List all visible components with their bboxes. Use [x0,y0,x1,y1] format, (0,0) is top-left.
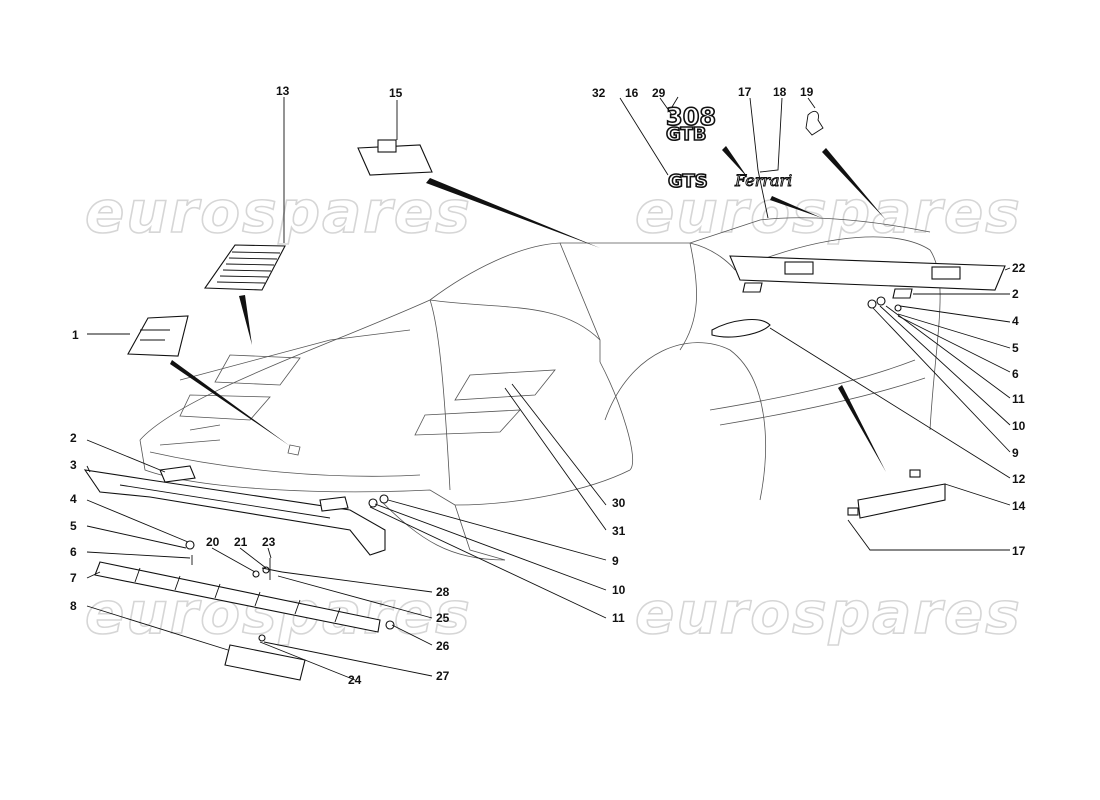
callout-12: 12 [1012,472,1026,486]
callout-10-rear: 10 [1012,419,1026,433]
callout-9-rear: 9 [1012,446,1019,460]
callout-4-front: 4 [70,492,77,506]
callout-18: 18 [773,85,787,99]
leader-lines [86,96,1011,681]
callout-17-top: 17 [738,85,752,99]
callout-2-rear: 2 [1012,287,1019,301]
badge-gtb: GTB [666,124,706,145]
callout-4-rear: 4 [1012,314,1019,328]
parts: 308 GTB GTS Ferrari [83,102,1006,681]
watermark-top-right: eurospares [635,178,1022,246]
callout-26: 26 [436,639,450,653]
watermarks: eurospares eurospares eurospares eurospa… [84,177,1022,648]
callout-20: 20 [206,535,220,549]
callout-29: 29 [652,86,666,100]
callout-13: 13 [276,84,290,98]
callout-2-front: 2 [70,431,77,445]
callout-labels: 1 13 15 32 16 29 17 18 19 22 2 4 5 6 11 … [70,84,1026,687]
callout-10-front: 10 [612,583,626,597]
part-13-hood-grille [203,244,286,291]
watermark-top-left: eurospares [85,178,472,246]
callout-21: 21 [234,535,248,549]
callout-11-rear: 11 [1012,392,1025,406]
callout-8: 8 [70,599,77,613]
part-12-door-mirror [711,319,771,338]
callout-6-front: 6 [70,545,77,559]
callout-7: 7 [70,571,77,585]
callout-25: 25 [436,611,450,625]
callout-15: 15 [389,86,403,100]
callout-23: 23 [262,535,276,549]
callout-1: 1 [72,328,79,342]
callout-17-bottom: 17 [1012,544,1026,558]
callout-9-front: 9 [612,554,619,568]
badge-308: 308 [666,103,716,131]
callout-5-rear: 5 [1012,341,1019,355]
watermark-bottom-right: eurospares [635,579,1022,647]
part-1-badge-plate [127,315,189,357]
part-15-rear-view-mirror [357,144,433,176]
callout-31: 31 [612,524,626,538]
part-19-horse-emblem [805,110,824,136]
part-22-rear-trim-bar [729,255,1006,291]
callout-32: 32 [592,86,606,100]
callout-19: 19 [800,85,814,99]
callout-6-rear: 6 [1012,367,1019,381]
callout-16: 16 [625,86,639,100]
callout-5-front: 5 [70,519,77,533]
part-7-front-grille [94,561,381,633]
callout-24: 24 [348,673,362,687]
callout-27: 27 [436,669,450,683]
pointer-wedges [170,146,886,472]
car-body-outline [139,217,941,561]
part-14-rear-plate [857,483,946,519]
watermark-bottom-left: eurospares [85,579,472,647]
callout-28: 28 [436,585,450,599]
badge-ferrari-script: Ferrari [734,171,792,190]
callout-22: 22 [1012,261,1026,275]
callout-30: 30 [612,496,626,510]
callout-3: 3 [70,458,77,472]
callout-14: 14 [1012,499,1026,513]
part-8-front-plate [224,644,306,681]
callout-11-front: 11 [612,611,625,625]
badge-gts: GTS [668,171,708,192]
